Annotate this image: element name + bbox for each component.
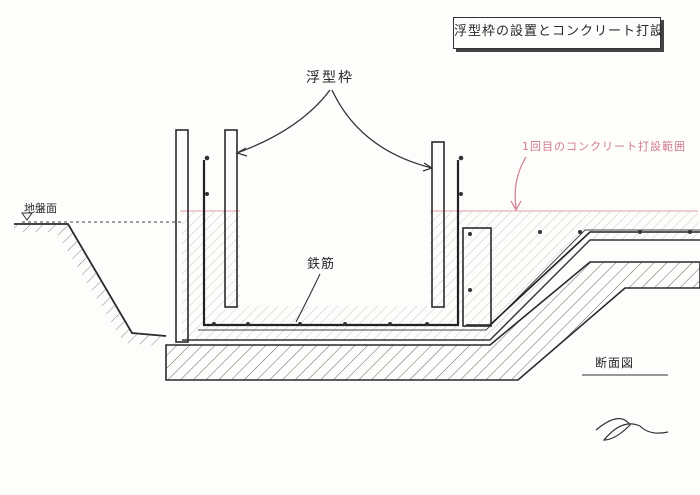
slab-inner-line	[198, 229, 700, 331]
inner-form-left	[224, 129, 238, 308]
rebar-line-2	[466, 231, 700, 326]
formwork-label: 浮型枠	[306, 70, 354, 86]
formwork-leader-right	[331, 89, 433, 169]
slab-outline	[182, 239, 700, 341]
pour-leader	[514, 156, 527, 209]
formwork-leader-left	[236, 89, 331, 154]
drawing-title: 浮型枠の設置とコンクリート打設	[454, 24, 665, 39]
inner-form-right	[431, 141, 445, 308]
title-box: 浮型枠の設置とコンクリート打設	[453, 17, 665, 49]
arrowhead-left-icon	[235, 147, 248, 157]
excavation-hatch	[14, 224, 166, 346]
signature	[595, 418, 669, 441]
ground-level-label: 地盤面	[24, 202, 57, 215]
rebar-leader	[295, 273, 321, 323]
arrowhead-right-icon	[422, 162, 434, 172]
first-pour-label: 1回目のコンクリート打設範囲	[522, 140, 686, 153]
rebar-line	[202, 160, 460, 327]
pour-arrowhead-icon	[510, 200, 522, 212]
outer-form-left	[175, 129, 189, 343]
rebar-label: 鉄筋	[307, 257, 336, 272]
base-layer	[165, 261, 700, 381]
form-bolts	[204, 155, 692, 326]
ground-marker-icon	[21, 212, 33, 221]
outer-form-right	[462, 227, 492, 327]
inner-cavity	[240, 140, 430, 306]
section-view-label: 断面図	[595, 356, 635, 370]
